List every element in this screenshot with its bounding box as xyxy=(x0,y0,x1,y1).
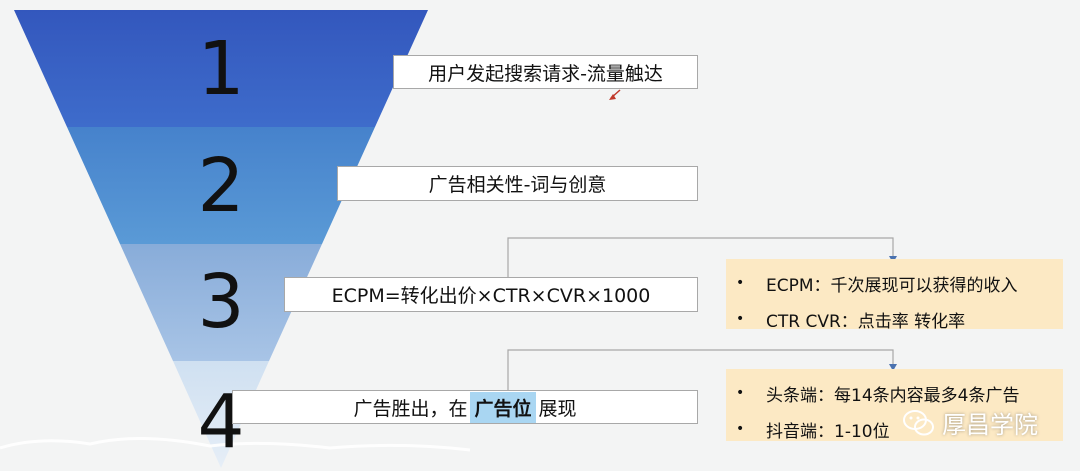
note-text: 抖音端：1-10位 xyxy=(766,421,890,442)
step-text-1: 用户发起搜索请求-流量触达 xyxy=(428,62,663,85)
note-item: • ECPM：千次展现可以获得的收入 xyxy=(736,265,1053,301)
funnel-level-3 xyxy=(120,244,322,361)
bullet-icon: • xyxy=(736,421,745,437)
note-text: ECPM：千次展现可以获得的收入 xyxy=(766,275,1018,296)
funnel-level-2 xyxy=(67,127,375,244)
bullet-icon: • xyxy=(736,275,745,291)
step-text-4-prefix: 广告胜出，在 xyxy=(353,397,468,420)
watermark-text: 厚昌学院 xyxy=(942,411,1038,439)
ad-slot-highlight: 广告位 xyxy=(470,391,536,423)
note-box-1: • ECPM：千次展现可以获得的收入 • CTR CVR：点击率 转化率 xyxy=(726,259,1063,332)
funnel-number-2: 2 xyxy=(197,143,245,229)
bottom-scribble xyxy=(0,437,471,452)
connector-3 xyxy=(507,237,894,277)
note-text: 头条端：每14条内容最多4条广告 xyxy=(766,385,1020,406)
step-box-3: ECPM=转化出价×CTR×CVR×1000 xyxy=(284,277,698,312)
step-text-3: ECPM=转化出价×CTR×CVR×1000 xyxy=(331,285,651,307)
wechat-icon xyxy=(903,409,934,435)
step-text-2: 广告相关性-词与创意 xyxy=(428,174,607,196)
connector-4 xyxy=(507,349,894,390)
note-item: • 头条端：每14条内容最多4条广告 xyxy=(736,375,1053,411)
funnel-number-3: 3 xyxy=(197,259,245,345)
watermark: 厚昌学院 xyxy=(902,405,1038,440)
step-box-1: 用户发起搜索请求-流量触达 xyxy=(393,55,698,89)
cursor-mark-head xyxy=(609,94,616,100)
note-item: • CTR CVR：点击率 转化率 xyxy=(736,301,1053,337)
funnel-level-4 xyxy=(173,361,269,468)
note-item: • 抖音端：1-10位 xyxy=(736,411,1053,447)
funnel-number-1: 1 xyxy=(197,26,245,112)
step-box-4: 广告胜出，在 广告位 展现 xyxy=(232,390,698,424)
funnel-level-1 xyxy=(14,10,428,127)
bullet-icon: • xyxy=(736,385,745,401)
note-box-2: • 头条端：每14条内容最多4条广告 • 抖音端：1-10位 xyxy=(726,369,1063,442)
step-text-4-suffix: 展现 xyxy=(538,397,577,420)
connector-4-arrowhead xyxy=(889,364,897,371)
step-box-2: 广告相关性-词与创意 xyxy=(337,166,698,201)
note-text: CTR CVR：点击率 转化率 xyxy=(766,311,966,332)
bullet-icon: • xyxy=(736,311,745,327)
